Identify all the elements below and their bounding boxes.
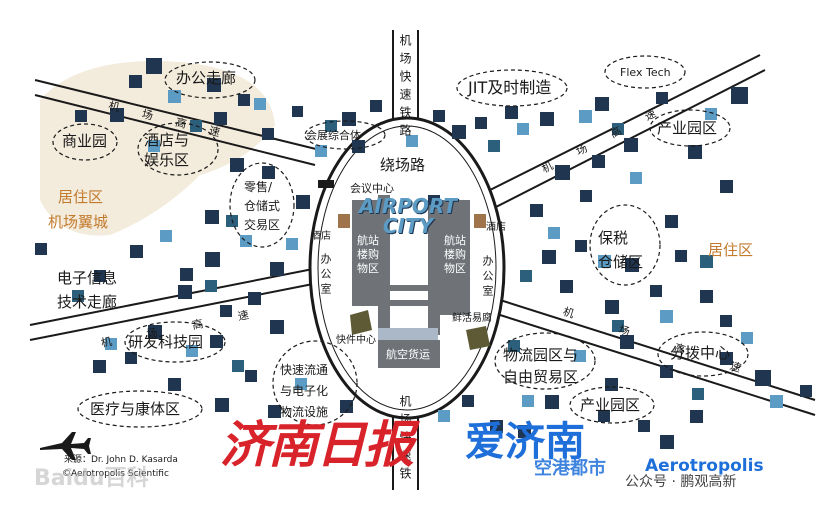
terminal-right: 航站楼购物区 [444, 234, 466, 275]
zone-bonded-warehouse: 保税 仓储区 [598, 229, 644, 271]
zone-industrial-park-top: 产业园区 [657, 119, 718, 137]
zone-retail-warehouse: 零售/ 仓储式 交易区 [244, 180, 281, 232]
zone-residential-right: 居住区 [708, 241, 754, 259]
ring-road [308, 116, 506, 420]
zone-hotel-entertainment: 酒店与 娱乐区 [144, 131, 190, 169]
conference-center: 会议中心 [350, 182, 394, 195]
zone-flex-tech: Flex Tech [620, 66, 671, 79]
airport-city-title: AIRPORT CITY [338, 196, 478, 236]
airplane-icon [40, 432, 91, 460]
airport-title-line2: CITY [382, 214, 434, 238]
copyright-credit: ©Aerotropolis Scientific [62, 469, 169, 479]
zone-business-park: 商业园 [62, 132, 108, 150]
office-left: 办公室 [319, 253, 332, 298]
wechat-watermark: 公众号 · 鹏观高新 [625, 474, 737, 490]
airport-district-watermark: 空港都市 [534, 458, 606, 479]
rail-top-label: 机场快速铁路 [398, 34, 412, 142]
source-credit: 来源：Dr. John D. Kasarda [64, 455, 178, 465]
jinan-daily-watermark: 济南日报 [220, 415, 414, 474]
fresh-food-block [466, 326, 490, 350]
zone-distribution: 分拨中心 [670, 344, 731, 362]
rail-bottom-label: 机场快速铁 [398, 395, 412, 485]
aerotropolis-watermark: Aerotropolis [645, 456, 764, 476]
baidu-watermark: Baidu百科 [34, 466, 149, 491]
zone-office-corridor: 办公走廊 [176, 69, 237, 87]
fresh-food: 鲜活易腐 [452, 313, 492, 324]
office-right: 办公室 [481, 255, 494, 300]
air-cargo: 航空货运 [386, 348, 430, 361]
zone-exhibition: 会展综合体 [306, 129, 361, 142]
zone-logistics-ftz: 物流园区与 自由贸易区 [503, 346, 579, 386]
zone-residential-left: 居住区 [58, 188, 104, 206]
zone-rnd-park: 研发科技园 [128, 333, 204, 351]
airport-title-line1: AIRPORT [358, 194, 458, 218]
ring-road-label: 绕场路 [380, 156, 426, 174]
express-center: 快件中心 [336, 335, 376, 346]
zone-e-info-corridor: 电子信息 技术走廊 [57, 269, 118, 311]
terminal-buildings [352, 195, 470, 368]
zone-medical: 医疗与康体区 [90, 400, 181, 418]
hotel-right: 酒店 [486, 222, 506, 233]
zone-fast-logistics: 快速流通 与电子化 物流设施 [280, 363, 329, 419]
zone-outlines [52, 55, 749, 428]
express-center-block [350, 310, 372, 335]
hotel-left: 酒店 [311, 231, 331, 242]
zone-jit: JIT及时制造 [468, 78, 552, 97]
zone-industrial-park-bottom: 产业园区 [580, 396, 641, 414]
terminal-left: 航站楼购物区 [357, 234, 379, 275]
zone-airport-wing-city: 机场翼城 [48, 213, 109, 231]
ai-jinan-watermark: 爱济南 [465, 419, 585, 465]
building-squares [35, 58, 812, 449]
